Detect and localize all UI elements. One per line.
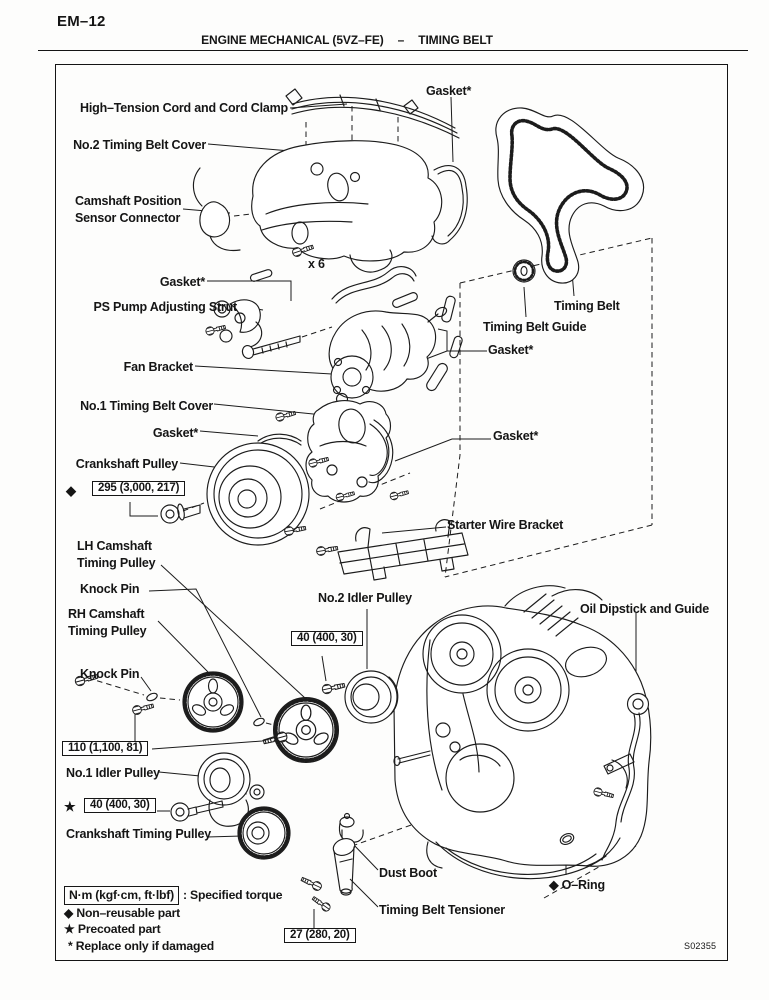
page-number: EM–12 <box>57 13 106 30</box>
label-starter-wire-bracket: Starter Wire Bracket <box>447 518 564 532</box>
figure-border <box>55 64 728 961</box>
label-no2-idler-pulley: No.2 Idler Pulley <box>318 591 412 605</box>
label-gasket-mid: Gasket* <box>159 275 205 289</box>
precoated-marker-icon: ★ <box>64 799 76 814</box>
label-o-ring: ◆ O–Ring <box>549 878 605 892</box>
torque-no2-idler-bolt: 40 (400, 30) <box>291 631 363 646</box>
header-topic-title: TIMING BELT <box>418 33 493 47</box>
torque-tensioner-bolt: 27 (280, 20) <box>284 928 356 943</box>
legend-non-reusable: ◆ Non–reusable part <box>64 906 180 921</box>
label-lh-camshaft-pulley: LH Camshaft Timing Pulley <box>77 539 156 570</box>
label-timing-belt-guide: Timing Belt Guide <box>483 320 587 334</box>
legend: N·m (kgf·cm, ft·lbf) : Specified torque ◆… <box>64 886 283 954</box>
torque-no1-idler-bolt: 40 (400, 30) <box>84 798 156 813</box>
label-gasket-top: Gasket* <box>426 84 472 98</box>
label-no2-timing-belt-cover: No.2 Timing Belt Cover <box>73 138 206 152</box>
label-oil-dipstick: Oil Dipstick and Guide <box>580 602 709 616</box>
legend-torque-unit: N·m (kgf·cm, ft·lbf) <box>64 886 179 906</box>
label-gasket-no1: Gasket* <box>152 426 198 440</box>
label-crankshaft-timing-pulley: Crankshaft Timing Pulley <box>66 827 212 841</box>
label-gasket-water-pump: Gasket* <box>488 343 534 357</box>
label-no1-timing-belt-cover: No.1 Timing Belt Cover <box>80 399 213 413</box>
label-camshaft-position-sensor: Camshaft Position Sensor Connector <box>75 194 182 225</box>
label-knock-pin-2: Knock Pin <box>80 667 140 681</box>
label-timing-belt: Timing Belt <box>554 299 620 313</box>
label-knock-pin-1: Knock Pin <box>80 582 140 596</box>
header-separator: – <box>397 33 405 47</box>
label-dust-boot: Dust Boot <box>379 866 437 880</box>
label-x6-count: x 6 <box>308 257 325 271</box>
label-gasket-right: Gasket* <box>493 429 539 443</box>
label-fan-bracket: Fan Bracket <box>123 360 194 374</box>
legend-replace-damaged: * Replace only if damaged <box>68 938 215 953</box>
torque-camshaft-pulley-bolt: 110 (1,100, 81) <box>62 741 149 756</box>
page-header: ENGINE MECHANICAL (5VZ–FE) – TIMING BELT <box>0 33 694 47</box>
label-timing-belt-tensioner: Timing Belt Tensioner <box>379 903 505 917</box>
label-crankshaft-pulley: Crankshaft Pulley <box>75 457 178 471</box>
figure-code: S02355 <box>684 941 717 951</box>
label-rh-camshaft-pulley: RH Camshaft Timing Pulley <box>68 607 147 638</box>
legend-torque-line: N·m (kgf·cm, ft·lbf) : Specified torque <box>64 886 283 906</box>
label-no1-idler-pulley: No.1 Idler Pulley <box>66 766 160 780</box>
torque-crank-pulley-bolt: 295 (3,000, 217) <box>92 481 186 496</box>
label-ps-pump-strut: PS Pump Adjusting Strut <box>93 300 237 314</box>
header-rule <box>38 50 748 51</box>
header-section-title: ENGINE MECHANICAL (5VZ–FE) <box>201 33 384 47</box>
non-reusable-marker-icon: ◆ <box>66 483 76 498</box>
label-high-tension-cord: High–Tension Cord and Cord Clamp <box>80 101 288 115</box>
legend-precoated: ★ Precoated part <box>64 922 161 937</box>
legend-torque-desc: : Specified torque <box>183 888 283 902</box>
